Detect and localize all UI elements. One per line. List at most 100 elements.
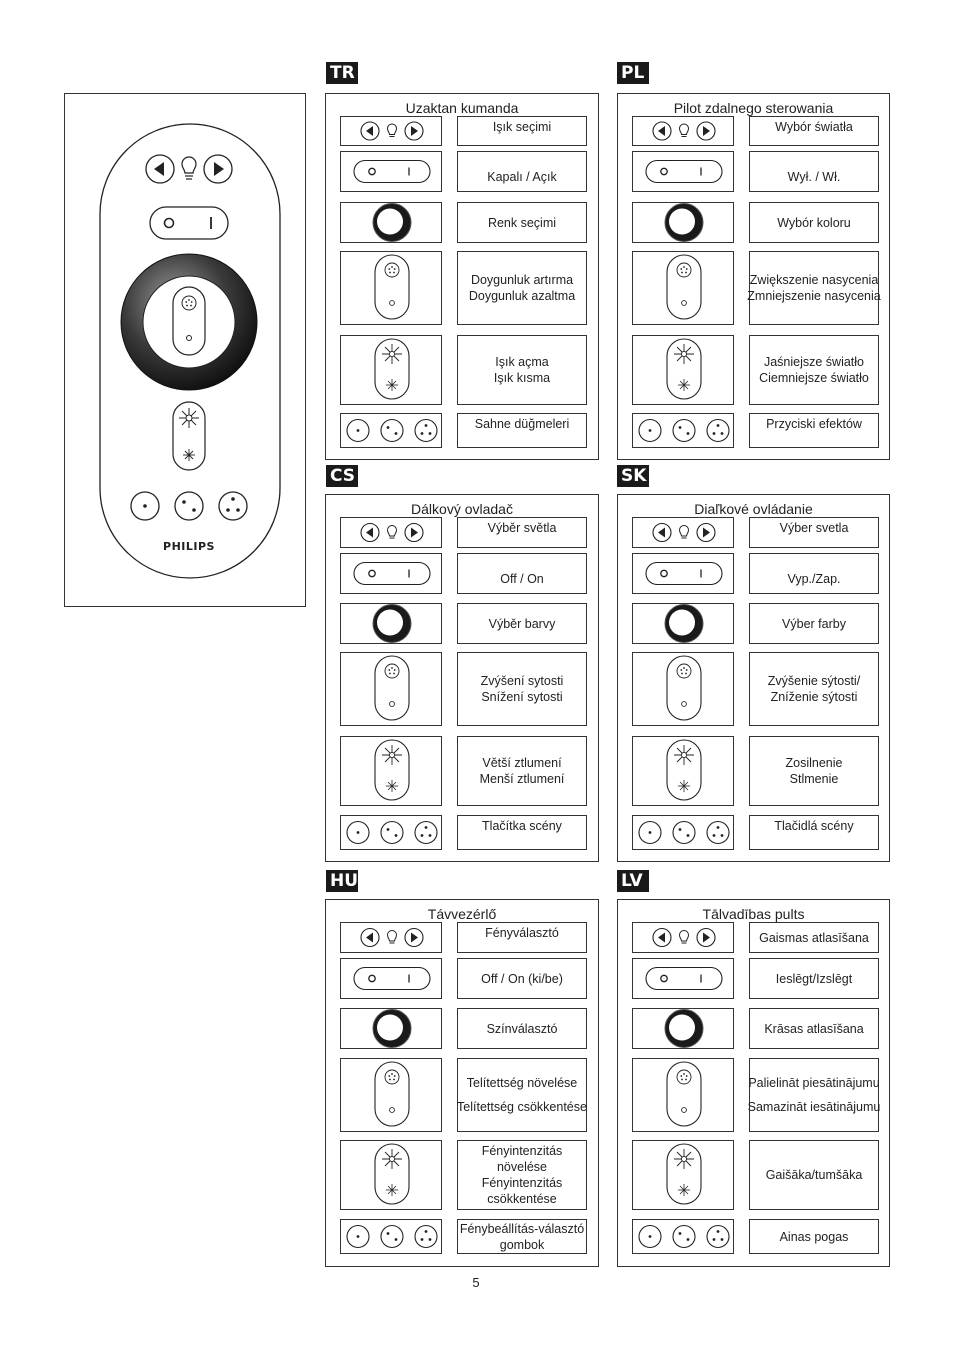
function-label-line: Krāsas atlasīšana (764, 1021, 864, 1036)
function-label: Výber farby (749, 603, 879, 644)
icon-cell (340, 1058, 442, 1132)
saturation-rocker-icon (374, 1061, 410, 1127)
function-label-line: Fényintenzitás (481, 1176, 563, 1190)
section-title-pl: Pilot zdalnego sterowania (673, 100, 834, 116)
icon-cell (340, 815, 442, 850)
function-label-line: Zvýšení sytosti (480, 674, 564, 688)
function-label-line: Telítettség növelése (466, 1076, 578, 1090)
brand-logo: PHILIPS (163, 540, 215, 553)
function-label-line: Işık açma (495, 355, 549, 369)
function-label: Renk seçimi (457, 202, 587, 243)
arrows-bulb-icon (360, 522, 424, 543)
arrows-bulb-icon (652, 121, 716, 141)
icon-cell (632, 1140, 734, 1210)
section-panel-tr: Uzaktan kumanda Işık seçimi Kapalı / Açı… (325, 93, 599, 460)
function-label-line: Gaišāka/tumšāka (765, 1168, 863, 1182)
icon-cell (340, 553, 442, 594)
function-label-line: Wył. / Wł. (787, 170, 841, 184)
brightness-rocker-icon (666, 739, 702, 801)
color-ring-icon (372, 1009, 412, 1048)
function-label-line: Jaśniejsze światło (763, 355, 865, 369)
language-tag-pl: PL (617, 62, 649, 84)
function-label-line: Kapalı / Açık (487, 170, 557, 184)
icon-cell (340, 1140, 442, 1210)
icon-cell (340, 958, 442, 999)
icon-cell (632, 251, 734, 325)
icon-cell (340, 202, 442, 243)
function-label-line: Fényintenzitás (481, 1144, 563, 1158)
icon-cell (632, 1219, 734, 1254)
color-ring-wheel[interactable] (120, 253, 258, 391)
function-label-line: Výber svetla (779, 521, 849, 535)
color-ring-icon (664, 203, 704, 242)
icon-cell (340, 652, 442, 726)
function-label-line: növelése (496, 1160, 548, 1174)
function-label-line: Zníženie sýtosti (770, 690, 858, 704)
language-tag-lv: LV (617, 870, 649, 892)
icon-cell (632, 736, 734, 806)
function-label-line: gombok (499, 1237, 545, 1252)
function-label-line: Wybór światła (775, 120, 853, 134)
function-label: Wybór światła (749, 116, 879, 146)
function-label: Tlačítka scény (457, 815, 587, 850)
brightness-rocker-icon (374, 338, 410, 400)
scene-buttons-icon (638, 1224, 730, 1249)
icon-cell (632, 151, 734, 192)
icon-cell (340, 922, 442, 953)
saturation-rocker-icon (666, 1061, 702, 1127)
function-label-line: Przyciski efektów (766, 417, 862, 431)
color-ring-icon (664, 604, 704, 643)
icon-cell (632, 335, 734, 405)
on-off-switch-icon (353, 966, 431, 991)
function-label: Off / On (457, 553, 587, 594)
scene-buttons[interactable] (130, 491, 248, 521)
language-tag-hu: HU (326, 870, 358, 892)
function-label: Gaismas atlasīšana (749, 922, 879, 953)
on-off-button[interactable] (149, 206, 229, 240)
function-label: Przyciski efektów (749, 413, 879, 448)
scene-buttons-icon (346, 820, 438, 845)
section-title-sk: Diaľkové ovládanie (694, 501, 813, 517)
function-label-line: Zvýšenie sýtosti/ (767, 674, 861, 688)
saturation-rocker-icon (374, 254, 410, 320)
icon-cell (340, 335, 442, 405)
function-label-line: Fénybeállítás-választó (459, 1221, 585, 1236)
function-label-line: Telítettség csökkentése (457, 1100, 587, 1114)
function-label: Krāsas atlasīšana (749, 1008, 879, 1049)
icon-cell (340, 1219, 442, 1254)
icon-cell (632, 603, 734, 644)
function-label: Gaišāka/tumšāka (749, 1140, 879, 1210)
arrows-bulb-icon (652, 927, 716, 948)
icon-cell (340, 413, 442, 448)
function-label-line: Doygunluk azaltma (468, 289, 576, 303)
light-select-buttons[interactable] (145, 154, 233, 184)
function-label-line: Wybór koloru (777, 215, 851, 230)
scene-buttons-icon (346, 418, 438, 443)
function-label: Wybór koloru (749, 202, 879, 243)
function-label-line: Tlačítka scény (482, 819, 562, 833)
saturation-rocker-icon (374, 655, 410, 721)
icon-cell (632, 652, 734, 726)
function-label-line: Snížení sytosti (481, 690, 563, 704)
icon-cell (340, 603, 442, 644)
remote-control-illustration: PHILIPS (99, 123, 281, 579)
function-label-line: Fényválasztó (485, 926, 559, 940)
icon-cell (340, 116, 442, 146)
brightness-rocker[interactable] (172, 401, 206, 471)
function-label-line: Sahne düğmeleri (474, 417, 570, 431)
scene-buttons-icon (638, 820, 730, 845)
icon-cell (632, 413, 734, 448)
saturation-rocker-icon (666, 254, 702, 320)
color-ring-icon (372, 203, 412, 242)
function-label-line: Stlmenie (789, 772, 839, 786)
function-label-line: Výběr světla (487, 521, 557, 535)
icon-cell (632, 517, 734, 548)
section-panel-hu: Távvezérlő Fényválasztó Off / On (ki/be)… (325, 899, 599, 1267)
